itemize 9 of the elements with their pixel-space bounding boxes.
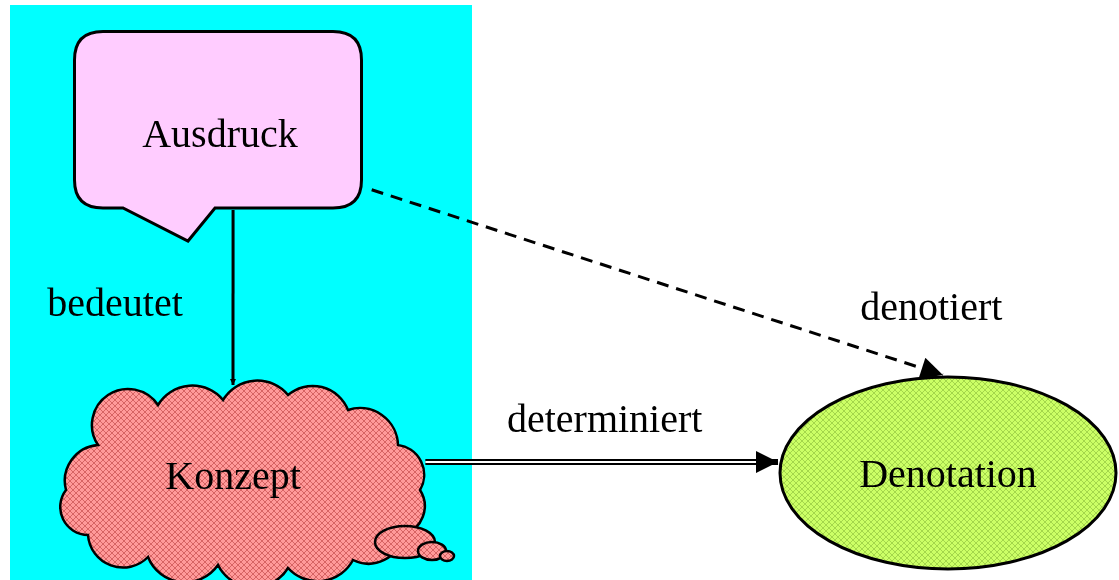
- arrow: [230, 210, 236, 385]
- edge-label: denotiert: [860, 282, 1003, 330]
- node-label: Konzept: [165, 451, 301, 499]
- edge-label: determiniert: [506, 394, 703, 442]
- double-arrow: [424, 451, 778, 473]
- node-label: Ausdruck: [142, 109, 298, 157]
- node-label: Denotation: [859, 449, 1037, 497]
- edge-label: bedeutet: [47, 279, 183, 326]
- dashed-arrow: [371, 188, 944, 379]
